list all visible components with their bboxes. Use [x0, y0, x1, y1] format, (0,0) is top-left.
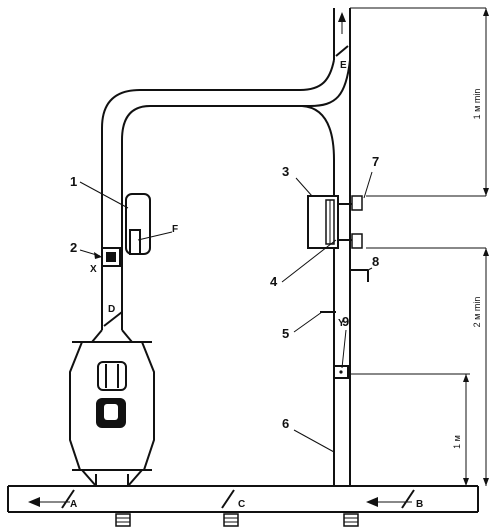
label-f: F — [172, 224, 178, 235]
component-f — [129, 229, 141, 255]
dim-bottom-label: 1 м — [452, 435, 462, 449]
label-c: C — [238, 499, 245, 510]
label-9: 9 — [342, 314, 349, 329]
dimension-lines — [348, 7, 489, 486]
label-5: 5 — [282, 326, 289, 341]
hatch-a — [61, 489, 75, 509]
vehicle-connection — [95, 474, 129, 486]
hatch-c — [221, 489, 235, 509]
probes — [320, 269, 369, 379]
label-e: E — [340, 60, 347, 71]
label-2: 2 — [70, 240, 77, 255]
filter-housing-3 — [307, 195, 363, 249]
dim-top-label: 1 м min — [472, 89, 482, 120]
hose-fittings — [101, 193, 151, 267]
arrow-b-head — [366, 497, 378, 507]
label-x: X — [90, 264, 97, 275]
label-8: 8 — [372, 254, 379, 269]
label-1: 1 — [70, 174, 77, 189]
label-d: D — [108, 304, 115, 315]
label-a: A — [70, 499, 77, 510]
label-4: 4 — [270, 274, 278, 289]
label-b: B — [416, 499, 423, 510]
arrow-a-head — [28, 497, 40, 507]
hatch-b — [401, 489, 415, 509]
leader-lines — [79, 171, 373, 453]
connecting-hose — [101, 59, 351, 330]
dim-middle-label: 2 м min — [472, 297, 482, 328]
vehicle-body — [69, 329, 155, 487]
label-3: 3 — [282, 164, 289, 179]
bottom-duct — [7, 485, 479, 513]
label-y: Y — [338, 318, 345, 329]
label-6: 6 — [282, 416, 289, 431]
label-7: 7 — [372, 154, 379, 169]
supports — [115, 513, 359, 527]
